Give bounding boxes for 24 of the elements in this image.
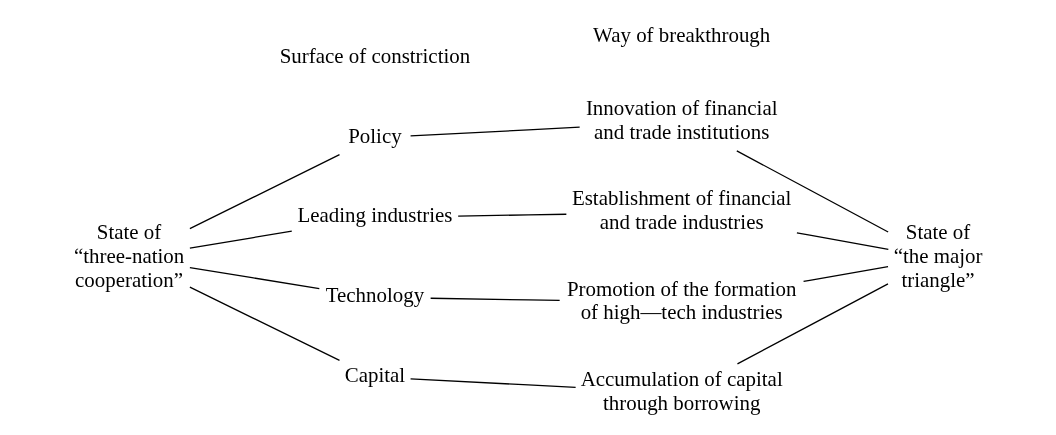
connector bbox=[796, 232, 889, 250]
connector bbox=[736, 150, 889, 233]
node-text: Innovation of financial and trade institutions bbox=[585, 96, 778, 144]
label: Surface of constriction bbox=[279, 43, 471, 68]
connector bbox=[409, 378, 577, 389]
connector bbox=[189, 153, 341, 230]
node-text: Technology bbox=[325, 283, 425, 308]
connector bbox=[802, 265, 889, 283]
node-text: Promotion of the formation of high—tech industries bbox=[567, 276, 797, 325]
node-text: Capital bbox=[344, 363, 406, 388]
connector bbox=[409, 126, 581, 137]
node-text: State of “three-nation cooperation” bbox=[73, 220, 185, 292]
node-text: Leading industries bbox=[297, 203, 453, 228]
connector bbox=[430, 297, 561, 302]
connector bbox=[736, 283, 889, 365]
connector bbox=[189, 267, 320, 290]
label: Way of breakthrough bbox=[593, 22, 771, 47]
node-text: State of “the major triangle” bbox=[893, 220, 983, 292]
node-text: Establishment of financial and trade industries bbox=[571, 186, 792, 235]
connector bbox=[189, 230, 293, 249]
connector bbox=[457, 213, 567, 217]
node-text: Policy bbox=[348, 123, 402, 148]
node-text: Accumulation of capital through borrowing bbox=[580, 366, 783, 415]
connector bbox=[189, 286, 341, 361]
